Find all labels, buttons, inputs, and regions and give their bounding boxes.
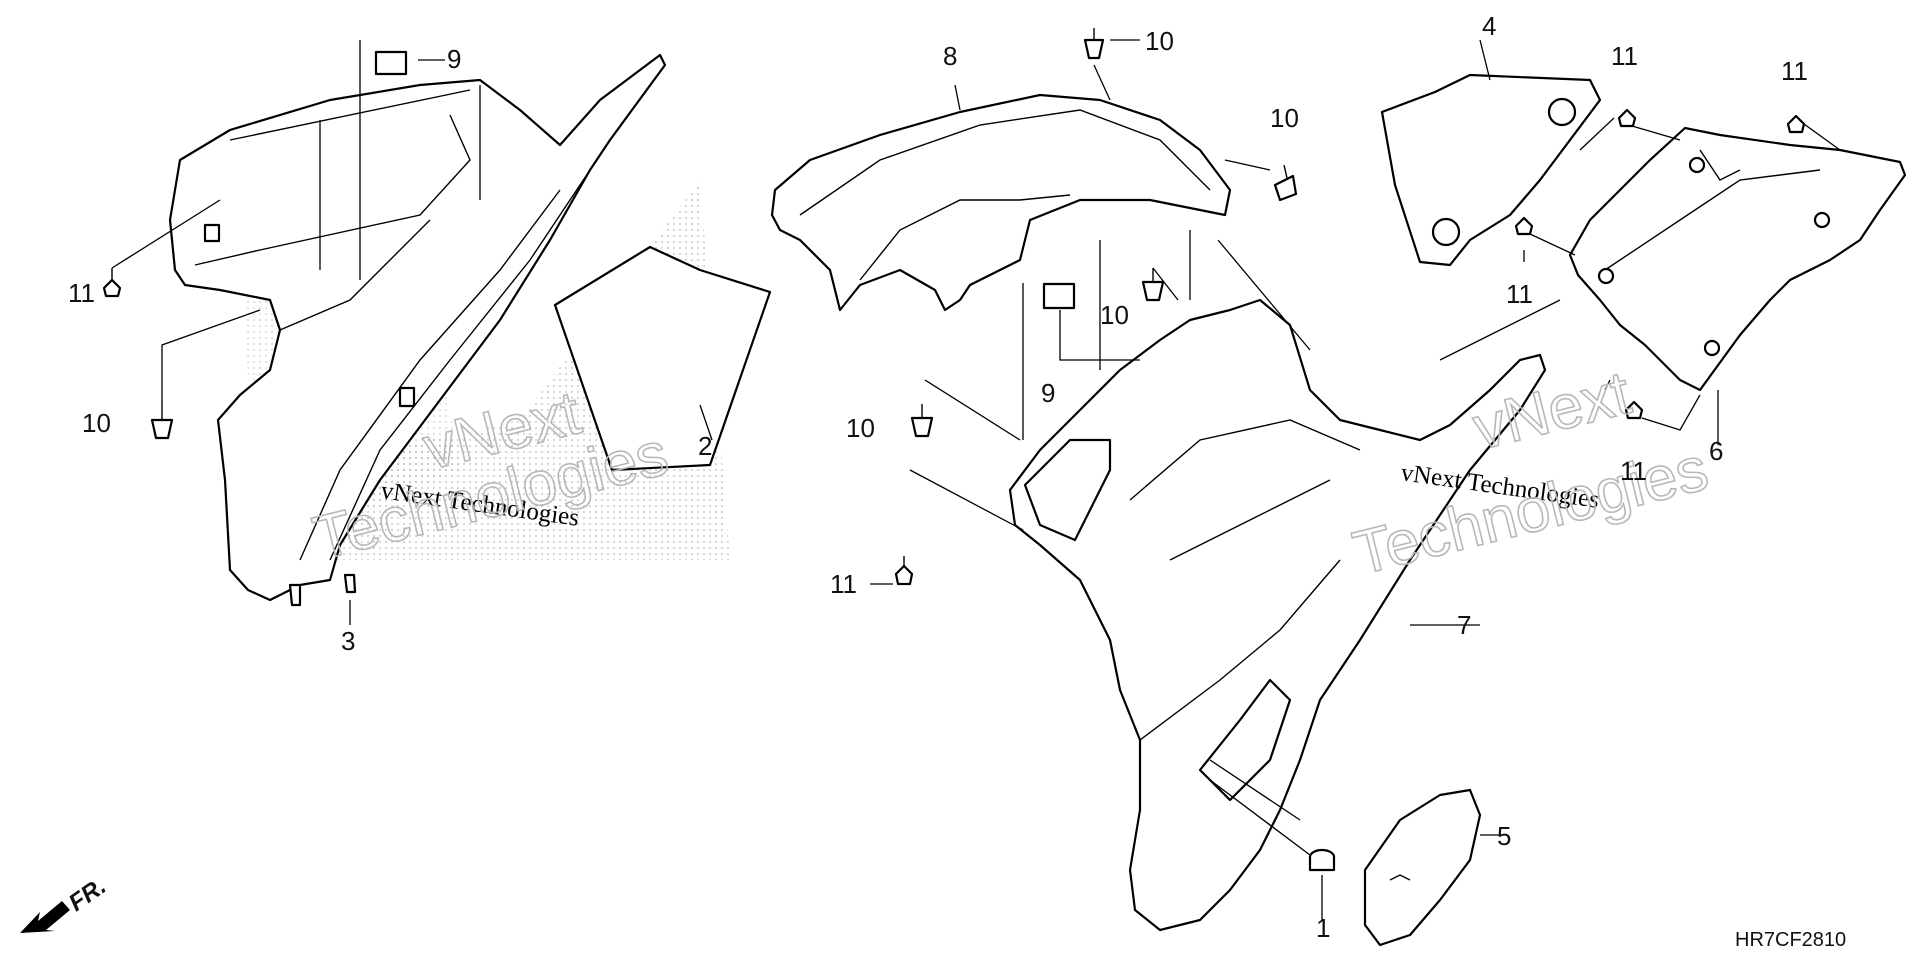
callout-10-center: 10: [1100, 300, 1129, 330]
clip-10e: [910, 404, 934, 438]
callout-10-lower: 10: [846, 413, 875, 443]
screw-11c: [1617, 108, 1637, 128]
callout-5: 5: [1497, 821, 1511, 851]
clip-10c: [1273, 164, 1298, 202]
screw-11f: [1624, 400, 1644, 420]
clip-part-3b: [398, 386, 416, 408]
screw-11b: [894, 556, 914, 586]
clip-part-3: [203, 223, 221, 243]
part-8-upper-cover: [770, 93, 1232, 312]
clip-9a: [374, 50, 408, 76]
callout-11-left: 11: [68, 278, 95, 308]
clip-10d: [1141, 268, 1165, 302]
part-6-right-panel: [1568, 126, 1907, 392]
callout-10-mid: 10: [1270, 103, 1299, 133]
callout-11-lower: 11: [830, 569, 857, 599]
screw-11a: [102, 268, 122, 298]
callout-11-top-right-a: 11: [1611, 41, 1638, 71]
clip-9b: [1042, 282, 1076, 310]
front-arrow-icon: [20, 901, 70, 933]
callout-10-top: 10: [1145, 26, 1174, 56]
part-7-recess: [1198, 678, 1292, 802]
callout-11-right-mid: 11: [1506, 279, 1533, 309]
clip-10a: [150, 400, 174, 440]
watermark-large-right-line1: vNext: [1467, 358, 1637, 463]
part-7-vent-opening: [1023, 438, 1112, 542]
callout-9-center: 9: [1041, 378, 1055, 408]
part-4-plate: [1380, 73, 1602, 267]
callout-6: 6: [1709, 436, 1723, 466]
callout-10-left: 10: [82, 408, 111, 438]
front-direction-indicator: FR.: [20, 873, 111, 933]
callout-4: 4: [1482, 11, 1496, 41]
part-2-panel: [553, 245, 772, 472]
part-7-main-side-cover: [1008, 298, 1547, 932]
front-direction-label: FR.: [64, 873, 111, 917]
clip-10b: [1083, 28, 1105, 60]
part-3-left-side-cover: [168, 53, 667, 607]
part-4-hole-b: [1431, 217, 1461, 247]
screw-11e: [1514, 216, 1534, 236]
leader-lines: [111, 39, 1841, 920]
callout-1: 1: [1316, 913, 1330, 943]
callout-8: 8: [943, 41, 957, 71]
diagram-part-code: HR7CF2810: [1735, 929, 1846, 951]
fasteners: [102, 28, 1806, 586]
callouts: 9 11 10 3 2 8 10 10 10 9 10 11 4 11 11 1…: [68, 11, 1808, 943]
part-4-hole-a: [1547, 97, 1577, 127]
callout-7: 7: [1457, 610, 1471, 640]
callout-3: 3: [341, 626, 355, 656]
part-1-grommet: [1308, 848, 1336, 872]
part-5-small-cover: [1363, 788, 1482, 947]
callout-2: 2: [698, 431, 712, 461]
callout-11-right-low: 11: [1620, 456, 1647, 486]
callout-11-top-right-b: 11: [1781, 56, 1808, 86]
callout-9-top-left: 9: [447, 44, 461, 74]
screw-11d: [1786, 114, 1806, 134]
